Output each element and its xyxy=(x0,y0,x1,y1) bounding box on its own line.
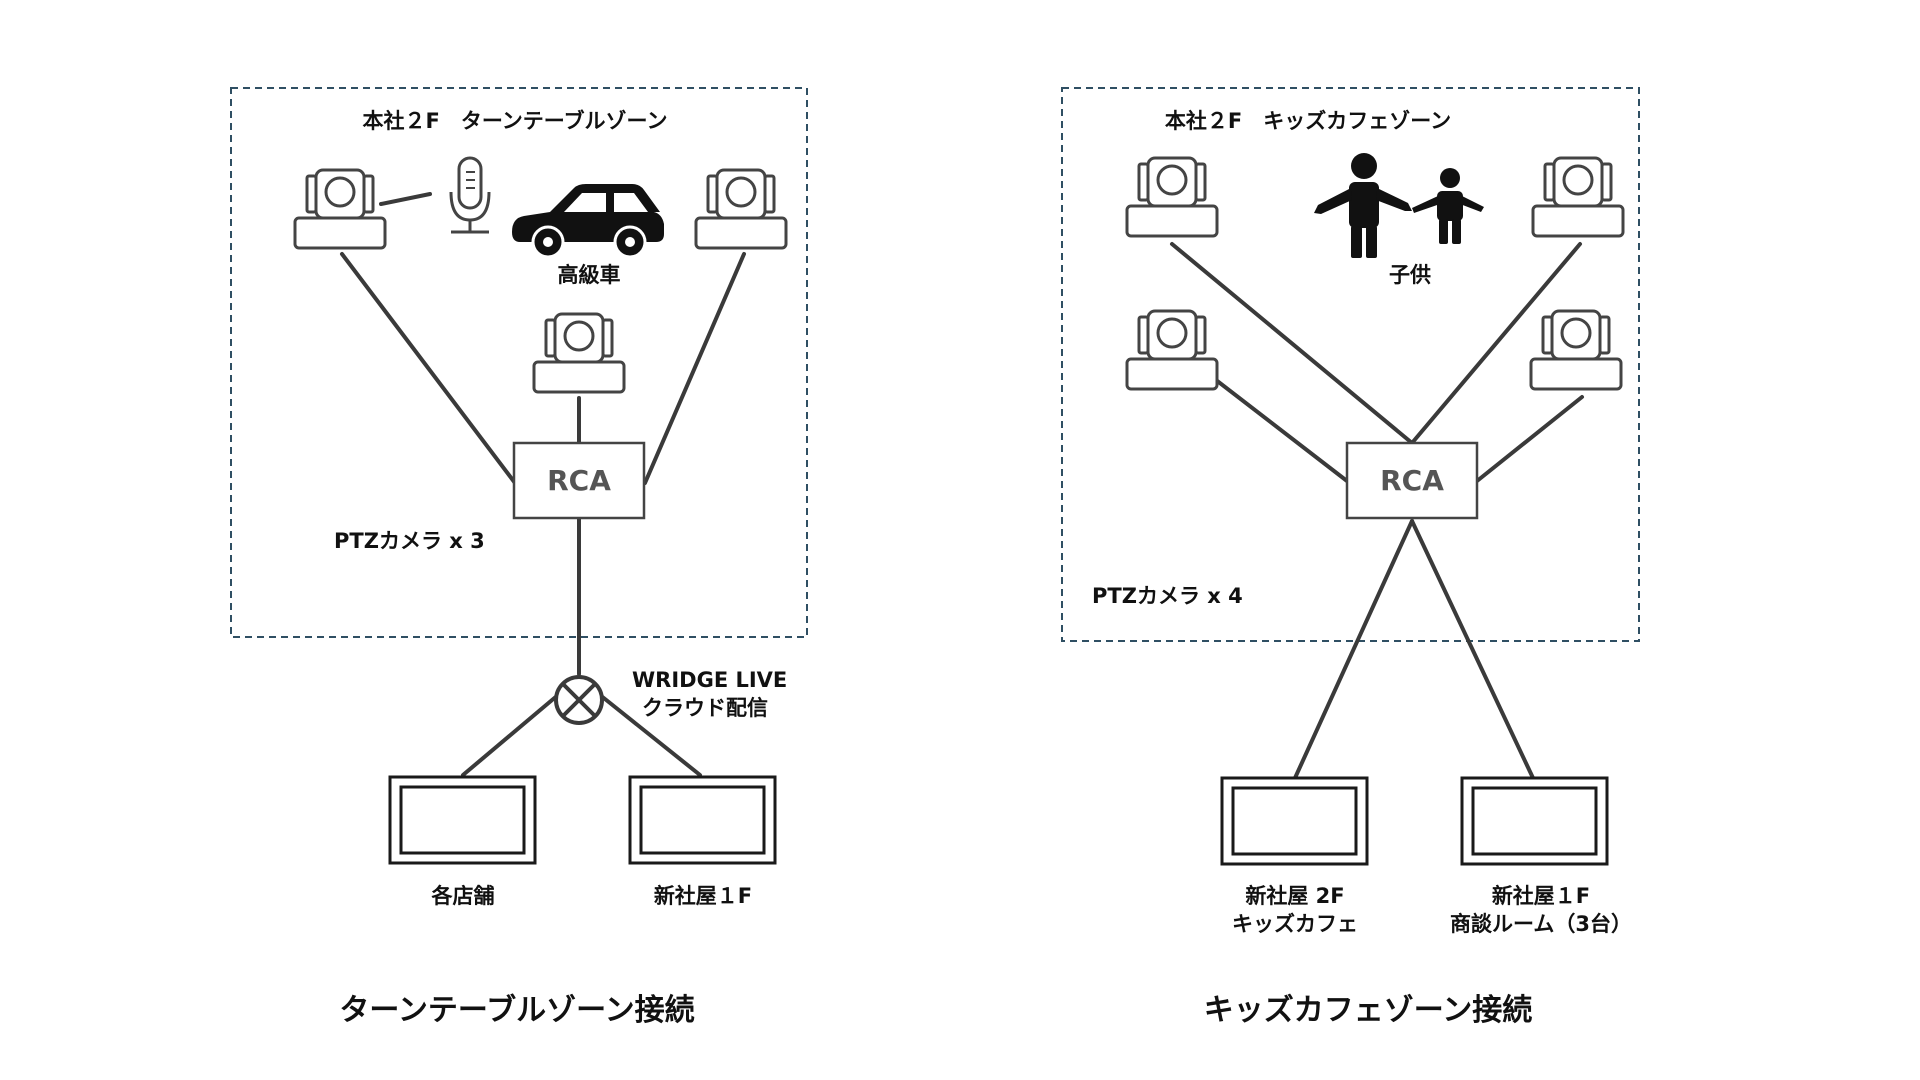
cloud-node-icon xyxy=(554,675,604,725)
display-label: 新社屋 2F xyxy=(1245,884,1344,908)
display-monitor-icon xyxy=(388,775,537,865)
display-label: 新社屋１F xyxy=(1492,884,1590,908)
adult-person-icon xyxy=(1314,153,1412,258)
display-monitor-icon xyxy=(628,775,777,865)
right-section-title: キッズカフェゾーン接続 xyxy=(1204,993,1533,1028)
left-wire-cam2 xyxy=(643,252,746,485)
left-wire-display2 xyxy=(598,693,702,777)
left-wire-mic xyxy=(379,192,432,206)
rca-device xyxy=(512,441,646,520)
subject-label-car: 高級車 xyxy=(558,263,621,287)
ptz-camera-icon xyxy=(1529,309,1623,391)
left-zone-boundary xyxy=(230,87,808,638)
rca-label: RCA xyxy=(547,464,611,497)
rca-device xyxy=(1345,441,1479,520)
ptz-camera-icon xyxy=(1125,309,1219,391)
right-wire-cam4 xyxy=(1475,395,1584,483)
car-icon xyxy=(512,184,664,259)
display-label: 各店舗 xyxy=(431,884,495,908)
right-wire-cam1 xyxy=(1170,242,1414,445)
right-wire-display2 xyxy=(1410,519,1535,780)
ptz-camera-icon xyxy=(293,168,387,250)
display-label: 新社屋１F xyxy=(654,884,752,908)
ptz-camera-icon xyxy=(1125,156,1219,238)
left-zone-label: 本社２F ターンテーブルゾーン xyxy=(363,109,668,133)
right-wire-cam2 xyxy=(1410,242,1582,445)
right-zone-label: 本社２F キッズカフェゾーン xyxy=(1165,109,1451,133)
right-wire-cam3 xyxy=(1214,378,1349,483)
cloud-label-line1: WRIDGE LIVE xyxy=(632,668,787,692)
ptz-camera-icon xyxy=(694,168,788,250)
camera-count-label: PTZカメラ x 3 xyxy=(334,529,485,553)
rca-label: RCA xyxy=(1380,464,1444,497)
left-wire-cam1 xyxy=(340,252,517,485)
left-section-title: ターンテーブルゾーン接続 xyxy=(339,993,694,1028)
left-wire-display1 xyxy=(461,693,560,777)
display-label: キッズカフェ xyxy=(1232,912,1358,936)
microphone-icon xyxy=(449,156,491,234)
display-monitor-icon xyxy=(1220,776,1369,866)
camera-count-label: PTZカメラ x 4 xyxy=(1092,584,1243,608)
right-zone-boundary xyxy=(1061,87,1640,642)
ptz-camera-icon xyxy=(532,312,626,394)
subject-label-children: 子供 xyxy=(1389,263,1431,287)
right-zone: 本社２F キッズカフェゾーン 子供 xyxy=(1061,87,1640,1028)
right-wire-display1 xyxy=(1293,519,1414,780)
display-monitor-icon xyxy=(1460,776,1609,866)
cloud-label-line2: クラウド配信 xyxy=(642,696,768,720)
left-zone: 本社２F ターンテーブルゾーン xyxy=(230,87,808,1028)
display-label: 商談ルーム（3台） xyxy=(1450,912,1632,936)
ptz-camera-icon xyxy=(1531,156,1625,238)
child-person-icon xyxy=(1412,168,1484,244)
